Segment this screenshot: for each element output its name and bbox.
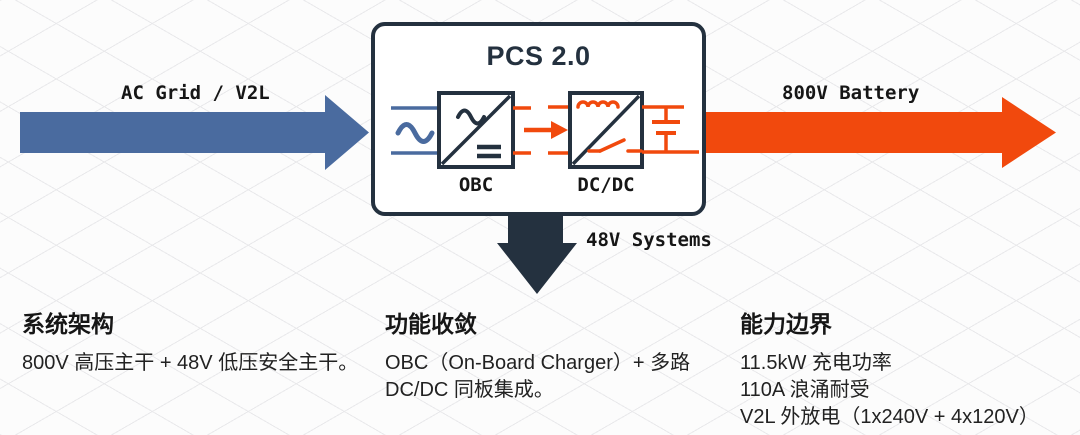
note-heading: 功能收敛 [385,311,477,337]
dcdc-block [568,91,644,169]
note-line: 800V 高压主干 + 48V 低压安全主干。 [22,352,359,374]
dcdc-label: DC/DC [577,174,635,196]
note-system-architecture: 系统架构 800V 高压主干 + 48V 低压安全主干。 [22,305,358,377]
ac-input-arrow [20,95,369,170]
ac-input-arrow-label: AC Grid / V2L [121,82,270,104]
hv-output-rails [642,105,699,154]
note-capability-boundary: 能力边界 11.5kW 充电功率 110A 浪涌耐受 V2L 外放电（1x240… [740,305,1039,431]
battery-output-arrow-label: 800V Battery [782,82,920,104]
note-line: DC/DC 同板集成。 [385,379,554,401]
48v-down-arrow [497,210,577,294]
switch-icon [587,138,643,153]
ac-sine-icon [395,122,435,144]
pcs-box-title: PCS 2.0 [486,41,591,71]
obc-ac-symbol-icon [456,108,486,126]
note-heading: 系统架构 [22,311,114,337]
note-line: 110A 浪涌耐受 [740,379,870,401]
note-line: 11.5kW 充电功率 [740,352,892,374]
battery-output-arrow [704,97,1056,168]
capacitor-icon [652,107,680,152]
note-line: V2L 外放电（1x240V + 4x120V） [740,406,1039,428]
inductor-icon [576,100,620,109]
48v-systems-label: 48V Systems [586,229,712,251]
ac-input-rails [391,106,439,155]
note-line: OBC（On-Board Charger）+ 多路 [385,352,691,374]
obc-block [437,91,515,169]
note-function-convergence: 功能收敛 OBC（On-Board Charger）+ 多路 DC/DC 同板集… [385,305,690,404]
note-heading: 能力边界 [740,311,832,337]
dc-link-arrowhead [551,121,568,139]
obc-label: OBC [458,174,494,196]
